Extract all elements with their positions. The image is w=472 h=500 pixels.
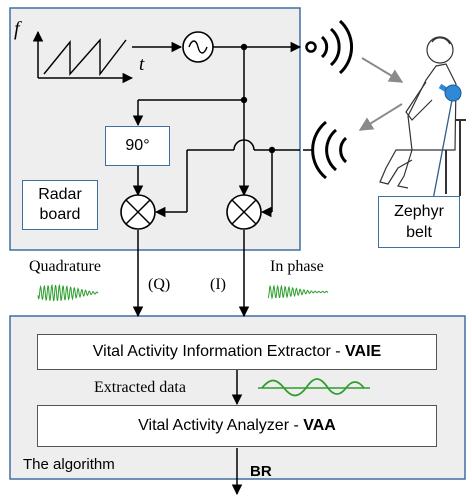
- mixer-q: [120, 194, 156, 230]
- br-output-label: BR: [250, 463, 272, 480]
- wire-crossover-hop: [233, 139, 255, 151]
- zephyr-belt-label-line1: Zephyr: [394, 203, 444, 220]
- phase-shifter-90: 90°: [105, 126, 170, 166]
- inphase-waveform: [266, 281, 330, 303]
- zephyr-belt-label-box: Zephyr belt: [378, 196, 460, 248]
- junction-dot: [268, 146, 276, 154]
- zephyr-belt-label-line2: belt: [406, 224, 432, 241]
- quadrature-waveform: [36, 281, 100, 305]
- phase-shifter-label: 90°: [125, 137, 150, 154]
- oscillator-sine-icon: [188, 40, 208, 54]
- rx-wave-arrow: [358, 103, 403, 131]
- belt-callout-line: [431, 99, 453, 206]
- zephyr-belt-sensor: [444, 84, 462, 102]
- vaa-block: Vital Activity Analyzer - VAA: [37, 405, 437, 447]
- junction-dot: [240, 43, 248, 51]
- algorithm-panel-label: The algorithm: [23, 456, 115, 473]
- radar-board-label-line1: Radar: [38, 186, 82, 203]
- rx-antenna-icon: [303, 120, 348, 180]
- radar-board-label-box: Radar board: [22, 180, 98, 230]
- sawtooth-waveform: [43, 38, 127, 77]
- q-channel-label: (Q): [148, 276, 171, 293]
- tx-antenna-icon: [305, 19, 354, 75]
- junction-dot: [240, 96, 248, 104]
- tx-wave-arrow: [361, 57, 404, 83]
- extracted-data-waveform: [258, 378, 370, 397]
- chirp-axis-f-label: f: [14, 18, 20, 40]
- mixer-i: [226, 194, 262, 230]
- quadrature-label: Quadrature: [29, 258, 101, 275]
- vaie-abbreviation: VAIE: [345, 343, 382, 360]
- inphase-label: In phase: [270, 258, 324, 275]
- chirp-axis-t-label: t: [139, 54, 145, 75]
- i-channel-label: (I): [210, 276, 226, 293]
- extracted-data-label: Extracted data: [94, 379, 186, 396]
- vaa-title: Vital Activity Analyzer -: [138, 417, 304, 434]
- radar-board-label-line2: board: [39, 206, 81, 223]
- vaie-title: Vital Activity Information Extractor -: [92, 343, 346, 360]
- vaie-block: Vital Activity Information Extractor - V…: [37, 334, 437, 370]
- chirp-plot: [32, 30, 134, 84]
- seated-subject-illustration: [379, 36, 466, 196]
- vaa-abbreviation: VAA: [303, 417, 336, 434]
